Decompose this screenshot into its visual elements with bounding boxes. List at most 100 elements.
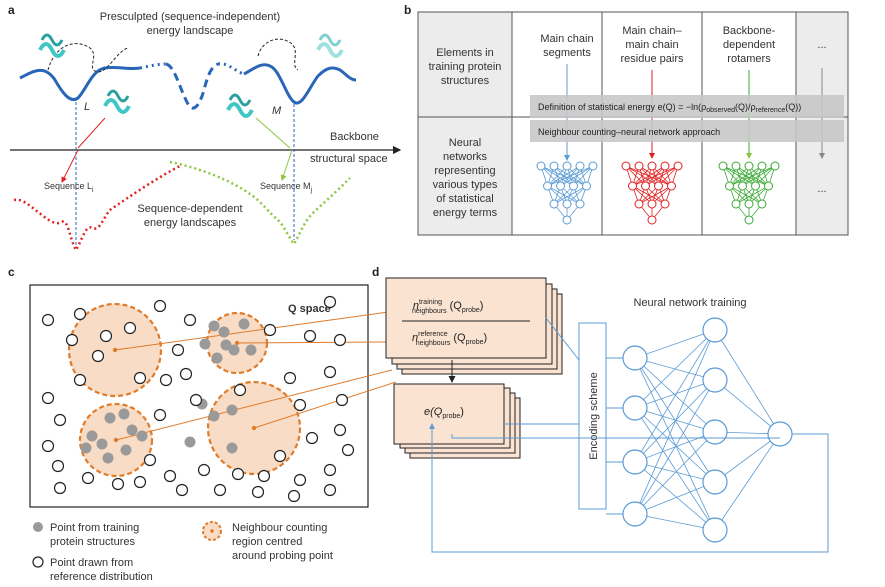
nn-input-node: [622, 345, 648, 371]
reference-point: [283, 371, 297, 385]
encoding-scheme-box: [578, 322, 607, 510]
mini-net-node: [660, 199, 670, 209]
reference-point: [143, 453, 157, 467]
nn-hidden-node: [702, 419, 728, 445]
mini-net-node: [757, 199, 767, 209]
mini-net-node: [536, 161, 546, 171]
energy-box: [393, 383, 505, 445]
point-l-label: L: [84, 101, 90, 113]
training-point: [96, 438, 108, 450]
legend-reference-icon: [32, 556, 44, 568]
reference-point: [335, 393, 349, 407]
mini-net-node: [751, 181, 760, 191]
training-point: [86, 430, 98, 442]
training-point: [126, 424, 138, 436]
reference-point: [257, 469, 271, 483]
presculpted-landscape-dashed: [165, 62, 219, 110]
elements-label-line1: Elements in: [436, 47, 493, 59]
nn-edge: [634, 329, 716, 359]
mini-net-node: [562, 199, 572, 209]
mini-net-node: [582, 181, 591, 191]
nn-output-node: [767, 421, 793, 447]
reference-point: [163, 469, 177, 483]
seq-l-landscape: [13, 164, 181, 253]
nn-edge: [634, 431, 716, 515]
legend-reference-line1: Point drawn from: [50, 557, 133, 569]
reference-point: [197, 463, 211, 477]
nn-edge: [634, 407, 716, 531]
panel-b: b Elements in training protein structure…: [404, 3, 849, 236]
encoding-scheme-label: Encoding scheme: [588, 372, 600, 459]
mini-net-edge: [632, 165, 653, 187]
point-m-label: M: [272, 105, 282, 117]
col3-header-line2: dependent: [723, 39, 775, 51]
arrow-protein-m: [255, 117, 291, 149]
training-point: [184, 436, 196, 448]
mini-net-node: [770, 161, 780, 171]
mini-net-node: [764, 181, 773, 191]
mini-net-edge: [729, 165, 750, 187]
legend-training-line1: Point from training: [50, 522, 139, 534]
mini-net-edge: [645, 165, 679, 187]
arrow-protein-l: [77, 117, 106, 149]
reference-point: [53, 413, 67, 427]
legend-training-icon: [33, 522, 43, 532]
panel-d-letter: d: [372, 265, 379, 279]
reference-point: [333, 423, 347, 437]
probe-link-arrow: [236, 341, 389, 344]
training-point: [208, 320, 220, 332]
reference-point: [153, 299, 167, 313]
protein-structure-icon: [38, 33, 66, 58]
training-point: [136, 430, 148, 442]
reference-point: [251, 485, 265, 499]
reference-point: [263, 323, 277, 337]
mini-net-node: [575, 199, 585, 209]
reference-point: [303, 329, 317, 343]
arrow-to-seq-l: [61, 149, 79, 183]
mini-net-edge: [742, 165, 776, 187]
reference-point: [171, 343, 185, 357]
reference-point: [41, 391, 55, 405]
mini-net-node: [634, 199, 644, 209]
approach-text: Neighbour counting–neural network approa…: [538, 127, 720, 137]
reference-point: [233, 383, 247, 397]
reference-point: [287, 489, 301, 503]
nn-edge: [634, 329, 716, 409]
nn-edge: [634, 461, 716, 531]
training-point: [102, 452, 114, 464]
mini-net-node: [543, 181, 552, 191]
protein-structure-icon: [316, 33, 344, 58]
mini-net-node: [744, 215, 754, 225]
mini-net-edge: [632, 165, 666, 187]
mini-net-edge: [573, 165, 594, 187]
protein-structure-icon: [226, 93, 254, 118]
panel-a-title-line1: Presculpted (sequence-independent): [100, 11, 280, 23]
q-space-label: Q space: [288, 303, 331, 315]
networks-label-line3: representing: [434, 165, 495, 177]
col2-header-line2: main chain: [625, 39, 678, 51]
nn-hidden-node: [702, 469, 728, 495]
networks-label-line6: energy terms: [433, 207, 498, 219]
presculpted-landscape-curve: [19, 65, 141, 101]
training-point: [226, 404, 238, 416]
reference-point: [231, 467, 245, 481]
training-point: [80, 442, 92, 454]
col4-header: ...: [817, 39, 826, 51]
reference-point: [41, 313, 55, 327]
mini-net-node: [731, 199, 741, 209]
reference-point: [133, 371, 147, 385]
mini-net-node: [667, 181, 676, 191]
mini-net-edge: [547, 165, 568, 187]
reference-point: [323, 483, 337, 497]
net-ellipsis: ...: [817, 183, 826, 195]
feedback-loop: [429, 423, 829, 553]
mini-net-node: [654, 181, 663, 191]
training-point: [218, 326, 230, 338]
mini-net-node: [660, 161, 670, 171]
mini-net-edge: [553, 185, 587, 205]
training-point: [220, 339, 232, 351]
nn-hidden-node: [702, 367, 728, 393]
mini-net-node: [718, 161, 728, 171]
seq-m-landscape: [169, 160, 351, 247]
